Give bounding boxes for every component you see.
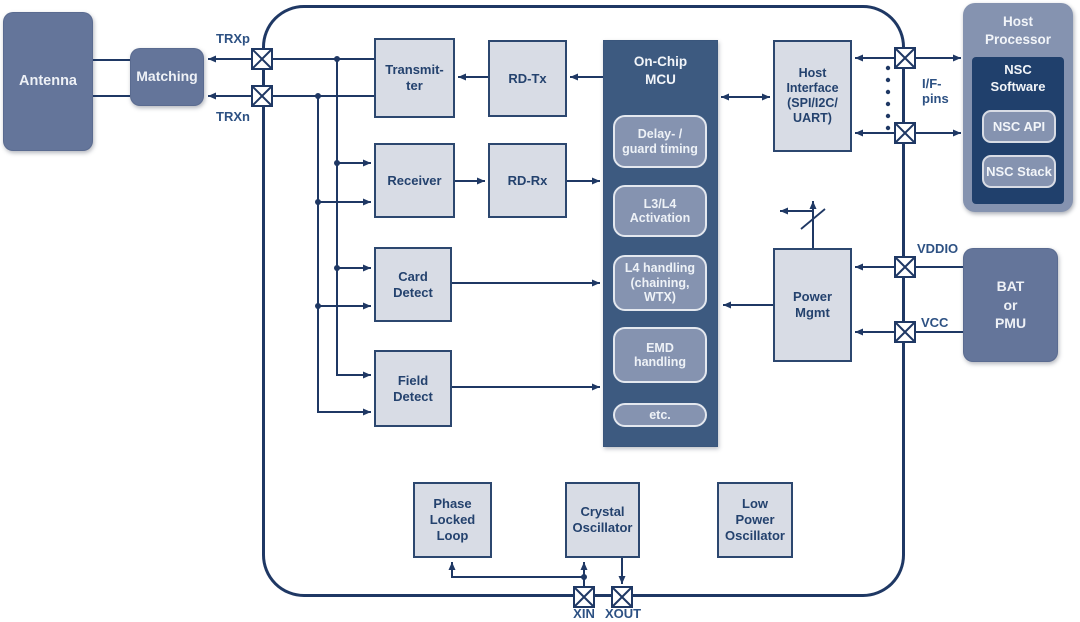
- xin-pin-label: XIN: [573, 606, 595, 621]
- host-processor-title: Host Processor: [984, 14, 1052, 47]
- vcc-pin-label: VCC: [921, 315, 949, 330]
- mcu-sub-etc: etc.: [613, 403, 707, 427]
- rd-rx-block: RD-Rx: [488, 143, 567, 218]
- phase-locked-loop-block: Phase Locked Loop: [413, 482, 492, 558]
- on-chip-mcu-block: [603, 40, 718, 447]
- power-mgmt-block: Power Mgmt: [773, 248, 852, 362]
- card-detect-block: Card Detect: [374, 247, 452, 322]
- mcu-sub-delay-guard-timing: Delay- / guard timing: [613, 115, 707, 168]
- matching-block: Matching: [130, 48, 204, 106]
- nsc-api-block: NSC API: [982, 110, 1056, 143]
- if-pins-label: I/F- pins: [922, 76, 949, 107]
- host-interface-block: Host Interface (SPI/I2C/ UART): [773, 40, 852, 152]
- low-power-oscillator-block: Low Power Oscillator: [717, 482, 793, 558]
- rd-tx-block: RD-Tx: [488, 40, 567, 117]
- vddio-pin-label: VDDIO: [917, 241, 959, 256]
- field-detect-block: Field Detect: [374, 350, 452, 427]
- mcu-sub-l3-l4-activation: L3/L4 Activation: [613, 185, 707, 237]
- nsc-software-title: NSC Software: [990, 62, 1046, 94]
- trxp-pin-label: TRXp: [216, 31, 250, 46]
- mcu-sub-emd-handling: EMD handling: [613, 327, 707, 383]
- on-chip-mcu-title: On-Chip MCU: [633, 54, 688, 87]
- transmitter-block: Transmit- ter: [374, 38, 455, 118]
- nsc-stack-block: NSC Stack: [982, 155, 1056, 188]
- receiver-block: Receiver: [374, 143, 455, 218]
- trxn-pin-label: TRXn: [216, 109, 250, 124]
- bat-pmu-block: BAT or PMU: [963, 248, 1058, 362]
- antenna-block: Antenna: [3, 12, 93, 151]
- xout-pin-label: XOUT: [604, 606, 642, 621]
- crystal-oscillator-block: Crystal Oscillator: [565, 482, 640, 558]
- mcu-sub-l4-handling: L4 handling (chaining, WTX): [613, 255, 707, 311]
